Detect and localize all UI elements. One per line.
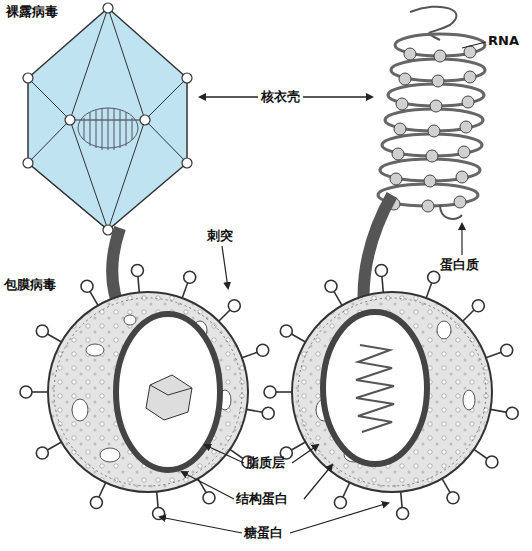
- rna-label: RNA: [488, 33, 519, 49]
- enveloped-virus-right: [264, 265, 518, 520]
- glycoprotein-label: 糖蛋白: [244, 525, 283, 541]
- virus-type-label: 包膜病毒: [4, 277, 56, 293]
- nucleocapsid-label: 核衣壳: [258, 89, 303, 105]
- structural-protein-label: 结构蛋白: [236, 491, 288, 507]
- spike-label: 刺突: [207, 228, 233, 244]
- helical-nucleocapsid: [378, 7, 485, 219]
- naked-virus: [23, 3, 192, 235]
- protein-label: 蛋白质: [440, 257, 479, 273]
- leader-lines: [160, 42, 486, 533]
- virus-type-label: 裸露病毒: [6, 4, 58, 20]
- enveloped-virus-left: [20, 265, 274, 520]
- lipid-layer-label: 脂质层: [246, 455, 285, 471]
